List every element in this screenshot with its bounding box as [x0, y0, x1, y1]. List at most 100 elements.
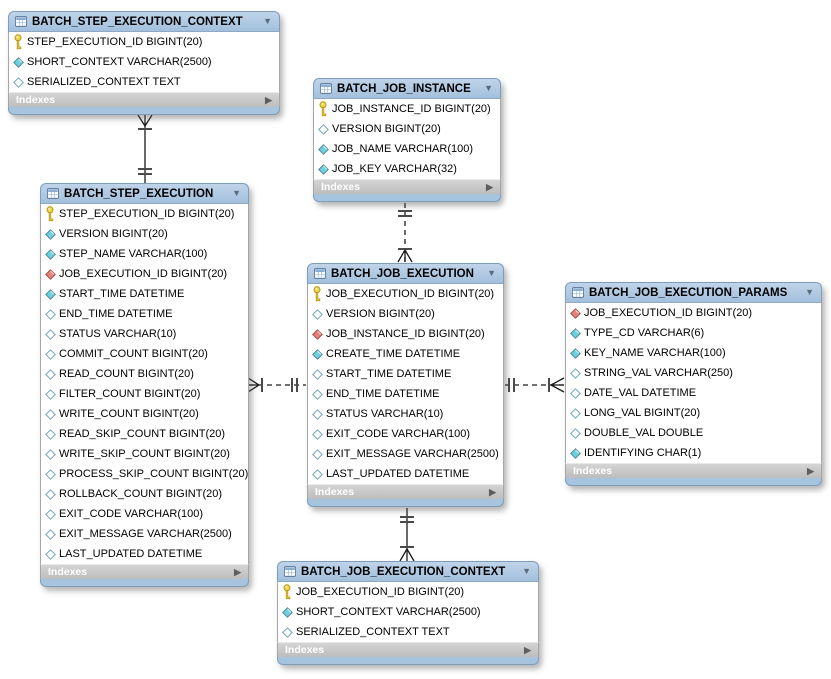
table-header[interactable]: BATCH_JOB_EXECUTION_PARAMS ▼ [565, 282, 822, 303]
column-row[interactable]: READ_SKIP_COUNT BIGINT(20) [41, 424, 248, 444]
column-row[interactable]: EXIT_CODE VARCHAR(100) [41, 504, 248, 524]
column-nullable-icon [44, 388, 56, 400]
column-row[interactable]: PROCESS_SKIP_COUNT BIGINT(20) [41, 464, 248, 484]
indexes-bar[interactable]: Indexes ▶ [565, 463, 822, 478]
column-label: DATE_VAL DATETIME [584, 387, 697, 399]
column-row[interactable]: VERSION BIGINT(20) [308, 304, 503, 324]
collapse-icon[interactable]: ▼ [522, 566, 531, 576]
column-row[interactable]: LAST_UPDATED DATETIME [41, 544, 248, 564]
column-row[interactable]: STRING_VAL VARCHAR(250) [566, 363, 821, 383]
table-batch-job-execution-params[interactable]: BATCH_JOB_EXECUTION_PARAMS ▼ JOB_EXECUTI… [565, 282, 822, 486]
column-row[interactable]: VERSION BIGINT(20) [314, 119, 500, 139]
column-label: JOB_EXECUTION_ID BIGINT(20) [584, 307, 753, 319]
column-row[interactable]: EXIT_CODE VARCHAR(100) [308, 424, 503, 444]
column-label: VERSION BIGINT(20) [59, 228, 168, 240]
column-row[interactable]: SHORT_CONTEXT VARCHAR(2500) [278, 602, 538, 622]
column-row[interactable]: READ_COUNT BIGINT(20) [41, 364, 248, 384]
column-row[interactable]: LONG_VAL BIGINT(20) [566, 403, 821, 423]
column-notnull-icon [281, 606, 293, 618]
table-header[interactable]: BATCH_STEP_EXECUTION ▼ [40, 183, 249, 204]
expand-indexes-icon[interactable]: ▶ [524, 644, 531, 655]
column-row[interactable]: END_TIME DATETIME [41, 304, 248, 324]
column-row[interactable]: JOB_INSTANCE_ID BIGINT(20) [308, 324, 503, 344]
column-notnull-icon [569, 347, 581, 359]
collapse-icon[interactable]: ▼ [232, 188, 241, 198]
column-row[interactable]: COMMIT_COUNT BIGINT(20) [41, 344, 248, 364]
indexes-bar[interactable]: Indexes ▶ [40, 564, 249, 579]
expand-indexes-icon[interactable]: ▶ [807, 465, 814, 476]
column-row[interactable]: KEY_NAME VARCHAR(100) [566, 343, 821, 363]
column-notnull-icon [44, 228, 56, 240]
column-row[interactable]: SHORT_CONTEXT VARCHAR(2500) [9, 52, 279, 72]
column-row[interactable]: DOUBLE_VAL DOUBLE [566, 423, 821, 443]
column-row[interactable]: STEP_EXECUTION_ID BIGINT(20) [9, 32, 279, 52]
table-footer-strip [307, 499, 504, 507]
table-icon [284, 565, 296, 578]
collapse-icon[interactable]: ▼ [484, 83, 493, 93]
table-batch-job-execution-context[interactable]: BATCH_JOB_EXECUTION_CONTEXT ▼ JOB_EXECUT… [277, 561, 539, 665]
expand-indexes-icon[interactable]: ▶ [265, 94, 272, 105]
column-row[interactable]: START_TIME DATETIME [308, 364, 503, 384]
indexes-bar[interactable]: Indexes ▶ [277, 642, 539, 657]
column-row[interactable]: START_TIME DATETIME [41, 284, 248, 304]
column-row[interactable]: WRITE_SKIP_COUNT BIGINT(20) [41, 444, 248, 464]
column-nullable-icon [44, 308, 56, 320]
expand-indexes-icon[interactable]: ▶ [234, 566, 241, 577]
column-label: ROLLBACK_COUNT BIGINT(20) [59, 488, 223, 500]
indexes-bar[interactable]: Indexes ▶ [8, 92, 280, 107]
column-row[interactable]: TYPE_CD VARCHAR(6) [566, 323, 821, 343]
table-icon [314, 267, 326, 280]
column-row[interactable]: EXIT_MESSAGE VARCHAR(2500) [308, 444, 503, 464]
column-row[interactable]: IDENTIFYING CHAR(1) [566, 443, 821, 463]
column-list: JOB_EXECUTION_ID BIGINT(20) VERSION BIGIN… [307, 284, 504, 484]
column-notnull-icon [317, 163, 329, 175]
column-label: JOB_EXECUTION_ID BIGINT(20) [296, 586, 465, 598]
table-header[interactable]: BATCH_JOB_INSTANCE ▼ [313, 78, 501, 99]
column-row[interactable]: SERIALIZED_CONTEXT TEXT [9, 72, 279, 92]
column-label: EXIT_MESSAGE VARCHAR(2500) [59, 528, 232, 540]
column-nullable-icon [311, 368, 323, 380]
column-nullable-icon [44, 408, 56, 420]
column-label: TYPE_CD VARCHAR(6) [584, 327, 705, 339]
column-row[interactable]: JOB_EXECUTION_ID BIGINT(20) [41, 264, 248, 284]
column-row[interactable]: STATUS VARCHAR(10) [308, 404, 503, 424]
column-row[interactable]: END_TIME DATETIME [308, 384, 503, 404]
expand-indexes-icon[interactable]: ▶ [486, 181, 493, 192]
column-row[interactable]: JOB_EXECUTION_ID BIGINT(20) [308, 284, 503, 304]
column-row[interactable]: JOB_INSTANCE_ID BIGINT(20) [314, 99, 500, 119]
column-label: VERSION BIGINT(20) [326, 308, 435, 320]
collapse-icon[interactable]: ▼ [263, 16, 272, 26]
column-row[interactable]: DATE_VAL DATETIME [566, 383, 821, 403]
foreign-key-icon [569, 307, 581, 319]
column-row[interactable]: SERIALIZED_CONTEXT TEXT [278, 622, 538, 642]
table-batch-job-instance[interactable]: BATCH_JOB_INSTANCE ▼ JOB_INSTANCE_ID BIG… [313, 78, 501, 202]
column-row[interactable]: WRITE_COUNT BIGINT(20) [41, 404, 248, 424]
indexes-label: Indexes [285, 644, 325, 656]
column-row[interactable]: EXIT_MESSAGE VARCHAR(2500) [41, 524, 248, 544]
expand-indexes-icon[interactable]: ▶ [489, 486, 496, 497]
column-row[interactable]: JOB_EXECUTION_ID BIGINT(20) [566, 303, 821, 323]
table-batch-step-execution[interactable]: BATCH_STEP_EXECUTION ▼ STEP_EXECUTION_ID… [40, 183, 249, 587]
table-batch-job-execution[interactable]: BATCH_JOB_EXECUTION ▼ JOB_EXECUTION_ID B… [307, 263, 504, 507]
table-header[interactable]: BATCH_STEP_EXECUTION_CONTEXT ▼ [8, 11, 280, 32]
column-row[interactable]: JOB_EXECUTION_ID BIGINT(20) [278, 582, 538, 602]
table-header[interactable]: BATCH_JOB_EXECUTION_CONTEXT ▼ [277, 561, 539, 582]
column-row[interactable]: LAST_UPDATED DATETIME [308, 464, 503, 484]
column-row[interactable]: ROLLBACK_COUNT BIGINT(20) [41, 484, 248, 504]
column-row[interactable]: JOB_NAME VARCHAR(100) [314, 139, 500, 159]
table-batch-step-execution-context[interactable]: BATCH_STEP_EXECUTION_CONTEXT ▼ STEP_EXEC… [8, 11, 280, 115]
column-row[interactable]: CREATE_TIME DATETIME [308, 344, 503, 364]
column-row[interactable]: VERSION BIGINT(20) [41, 224, 248, 244]
column-label: SHORT_CONTEXT VARCHAR(2500) [296, 606, 481, 618]
column-nullable-icon [44, 548, 56, 560]
collapse-icon[interactable]: ▼ [487, 268, 496, 278]
column-row[interactable]: FILTER_COUNT BIGINT(20) [41, 384, 248, 404]
column-row[interactable]: STEP_EXECUTION_ID BIGINT(20) [41, 204, 248, 224]
column-row[interactable]: JOB_KEY VARCHAR(32) [314, 159, 500, 179]
column-row[interactable]: STEP_NAME VARCHAR(100) [41, 244, 248, 264]
indexes-bar[interactable]: Indexes ▶ [307, 484, 504, 499]
indexes-bar[interactable]: Indexes ▶ [313, 179, 501, 194]
column-row[interactable]: STATUS VARCHAR(10) [41, 324, 248, 344]
table-header[interactable]: BATCH_JOB_EXECUTION ▼ [307, 263, 504, 284]
collapse-icon[interactable]: ▼ [805, 287, 814, 297]
